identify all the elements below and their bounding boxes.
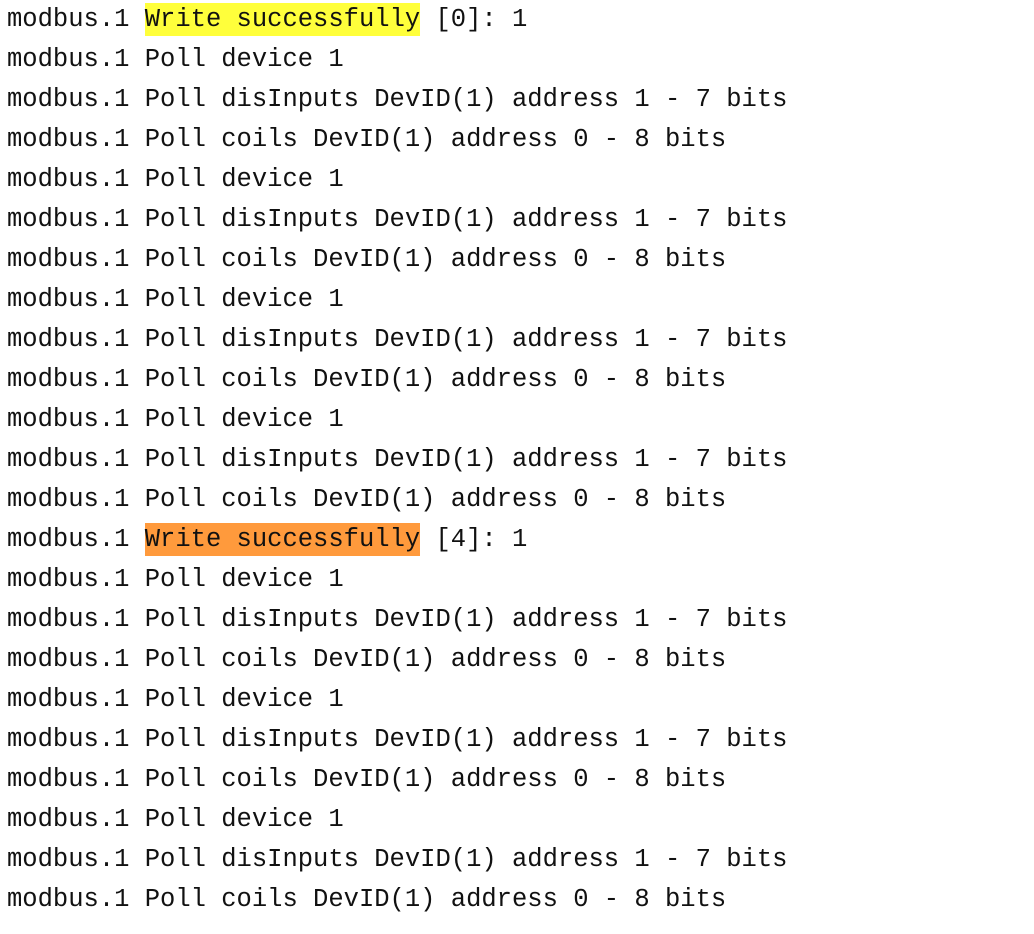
log-line: modbus.1 Poll device 1: [7, 45, 344, 74]
log-line: modbus.1 Poll device 1: [7, 405, 344, 434]
log-line: modbus.1 Poll disInputs DevID(1) address…: [7, 725, 788, 754]
log-line-suffix: [0]: 1: [420, 5, 528, 34]
log-line-suffix: [4]: 1: [420, 525, 528, 554]
log-line: modbus.1 Poll disInputs DevID(1) address…: [7, 605, 788, 634]
log-line: modbus.1 Poll disInputs DevID(1) address…: [7, 85, 788, 114]
log-line: modbus.1 Poll coils DevID(1) address 0 -…: [7, 125, 727, 154]
log-line: modbus.1 Poll disInputs DevID(1) address…: [7, 205, 788, 234]
log-line: modbus.1 Poll coils DevID(1) address 0 -…: [7, 765, 727, 794]
log-line: modbus.1 Write successfully [4]: 1: [7, 520, 1027, 560]
log-line: modbus.1 Poll coils DevID(1) address 0 -…: [7, 885, 727, 914]
log-line: modbus.1 Poll device 1: [7, 285, 344, 314]
log-line: modbus.1 Write successfully [0]: 1: [7, 0, 1027, 40]
log-line: modbus.1 Poll disInputs DevID(1) address…: [7, 845, 788, 874]
log-line: modbus.1 Poll coils DevID(1) address 0 -…: [7, 245, 727, 274]
log-line-prefix: modbus.1: [7, 525, 145, 554]
log-line: modbus.1 Poll device 1: [7, 805, 344, 834]
log-line: modbus.1 Poll device 1: [7, 165, 344, 194]
log-line: modbus.1 Poll coils DevID(1) address 0 -…: [7, 645, 727, 674]
log-line: modbus.1 Poll disInputs DevID(1) address…: [7, 445, 788, 474]
log-line: modbus.1 Poll coils DevID(1) address 0 -…: [7, 365, 727, 394]
log-line: modbus.1 Poll device 1: [7, 565, 344, 594]
highlighted-text: Write successfully: [144, 3, 421, 36]
highlighted-text: Write successfully: [144, 523, 421, 556]
log-line: modbus.1 Poll disInputs DevID(1) address…: [7, 325, 788, 354]
log-line: modbus.1 Poll coils DevID(1) address 0 -…: [7, 485, 727, 514]
log-line-prefix: modbus.1: [7, 5, 145, 34]
log-line: modbus.1 Poll device 1: [7, 685, 344, 714]
log-output: modbus.1 Write successfully [0]: 1 modbu…: [7, 0, 1027, 920]
